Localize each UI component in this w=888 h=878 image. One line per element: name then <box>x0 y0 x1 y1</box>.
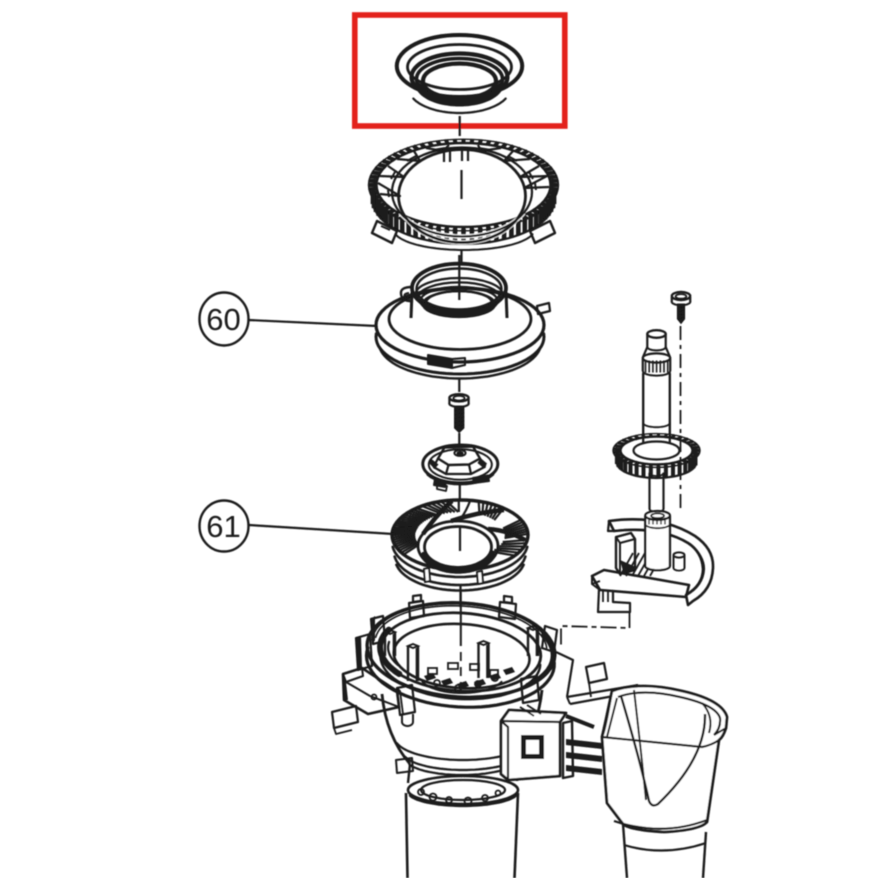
svg-text:61: 61 <box>206 509 240 544</box>
svg-text:60: 60 <box>206 302 240 337</box>
